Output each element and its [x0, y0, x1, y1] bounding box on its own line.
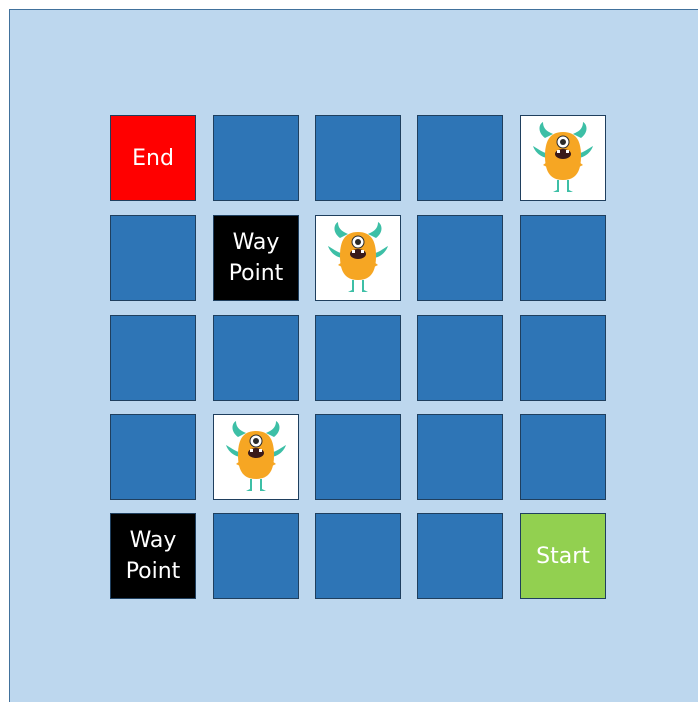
empty-tile[interactable]: [213, 115, 299, 201]
monster-tile[interactable]: [520, 115, 606, 201]
end-tile[interactable]: End: [110, 115, 196, 201]
empty-tile[interactable]: [110, 414, 196, 500]
empty-tile[interactable]: [417, 513, 503, 599]
end-label: End: [132, 143, 174, 174]
start-tile[interactable]: Start: [520, 513, 606, 599]
empty-tile[interactable]: [315, 414, 401, 500]
monster-tile[interactable]: [213, 414, 299, 500]
empty-tile[interactable]: [213, 513, 299, 599]
monster-icon: [318, 218, 398, 298]
empty-tile[interactable]: [315, 513, 401, 599]
waypoint-tile[interactable]: Way Point: [110, 513, 196, 599]
empty-tile[interactable]: [520, 315, 606, 401]
game-board: End Way Point: [9, 9, 698, 702]
empty-tile[interactable]: [520, 414, 606, 500]
waypoint-label: Way Point: [126, 525, 181, 587]
monster-tile[interactable]: [315, 215, 401, 301]
waypoint-tile[interactable]: Way Point: [213, 215, 299, 301]
empty-tile[interactable]: [520, 215, 606, 301]
empty-tile[interactable]: [417, 315, 503, 401]
waypoint-label: Way Point: [229, 227, 284, 289]
empty-tile[interactable]: [315, 315, 401, 401]
monster-icon: [216, 417, 296, 497]
empty-tile[interactable]: [213, 315, 299, 401]
monster-icon: [523, 118, 603, 198]
start-label: Start: [536, 541, 590, 572]
empty-tile[interactable]: [110, 315, 196, 401]
empty-tile[interactable]: [110, 215, 196, 301]
empty-tile[interactable]: [417, 414, 503, 500]
empty-tile[interactable]: [315, 115, 401, 201]
empty-tile[interactable]: [417, 215, 503, 301]
empty-tile[interactable]: [417, 115, 503, 201]
